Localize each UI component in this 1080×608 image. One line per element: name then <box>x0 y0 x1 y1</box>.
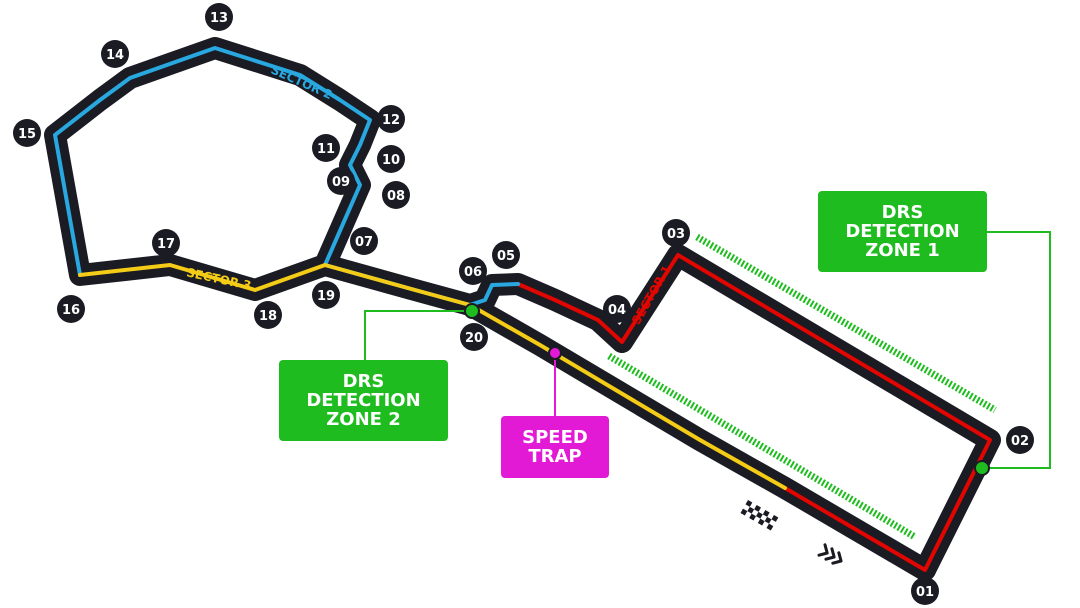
turn-label-17: 17 <box>157 237 175 252</box>
drs-1-line2: DETECTION <box>845 221 960 242</box>
turn-marker-19 <box>312 281 340 309</box>
turn-label-11: 11 <box>317 142 335 157</box>
drs-2-connector <box>364 310 472 360</box>
turn-marker-20 <box>460 323 488 351</box>
drs-1-connector <box>982 231 1051 469</box>
turn-label-13: 13 <box>210 11 228 26</box>
turn-label-07: 07 <box>355 235 373 250</box>
turn-marker-09 <box>327 167 355 195</box>
turn-label-09: 09 <box>332 175 350 190</box>
turn-label-19: 19 <box>317 289 335 304</box>
turn-marker-07 <box>350 227 378 255</box>
drs-1-line1: DRS <box>881 202 924 223</box>
turn-label-02: 02 <box>1011 434 1029 449</box>
sector-3-line <box>78 263 787 490</box>
turn-label-15: 15 <box>18 127 36 142</box>
sector-2-line <box>53 46 520 307</box>
turn-marker-10 <box>377 145 405 173</box>
turn-marker-08 <box>382 181 410 209</box>
turn-label-10: 10 <box>382 153 400 168</box>
turn-marker-18 <box>254 301 282 329</box>
turn-label-20: 20 <box>465 331 483 346</box>
speed-trap-box: SPEED TRAP <box>501 416 609 478</box>
turn-label-04: 04 <box>608 303 626 318</box>
turn-label-12: 12 <box>382 113 400 128</box>
sector-1-line <box>516 253 992 572</box>
turn-marker-05 <box>492 241 520 269</box>
turn-label-08: 08 <box>387 189 405 204</box>
turn-markers: 01 02 03 04 05 06 07 08 09 10 11 12 13 14 15 16 17 18 19 20 <box>13 3 1034 605</box>
turn-label-16: 16 <box>62 303 80 318</box>
turn-label-05: 05 <box>497 249 515 264</box>
speed-trap-line2: TRAP <box>528 446 582 467</box>
turn-marker-12 <box>377 105 405 133</box>
track-outline <box>44 37 1001 581</box>
drs-detection-point-2 <box>464 303 480 319</box>
drs-2-line2: DETECTION <box>306 390 421 411</box>
direction-chevrons-icon <box>817 543 843 565</box>
drs-2-line3: ZONE 2 <box>326 409 401 430</box>
turn-marker-04 <box>603 295 631 323</box>
drs-zones <box>607 233 997 541</box>
turn-marker-13 <box>205 3 233 31</box>
drs-detection-zone-1-box: DRS DETECTION ZONE 1 <box>818 191 987 272</box>
checkered-flag-icon <box>740 500 780 531</box>
drs-1-line3: ZONE 1 <box>865 240 940 261</box>
speed-trap-point <box>548 346 562 360</box>
turn-label-18: 18 <box>259 309 277 324</box>
turn-marker-06 <box>459 257 487 285</box>
turn-marker-02 <box>1006 426 1034 454</box>
drs-detection-zone-2-box: DRS DETECTION ZONE 2 <box>279 360 448 441</box>
drs-detection-point-1 <box>974 460 990 476</box>
sector-1-label: SECTOR 1 <box>629 263 674 327</box>
turn-marker-16 <box>57 295 85 323</box>
turn-label-03: 03 <box>667 227 685 242</box>
turn-label-06: 06 <box>464 265 482 280</box>
drs-zone-1 <box>695 233 997 414</box>
turn-label-01: 01 <box>916 585 934 600</box>
turn-marker-01 <box>911 577 939 605</box>
callout-connectors <box>364 231 1051 469</box>
turn-label-14: 14 <box>106 48 124 63</box>
speed-trap-line1: SPEED <box>522 427 588 448</box>
turn-marker-11 <box>312 134 340 162</box>
turn-marker-03 <box>662 219 690 247</box>
drs-zone-2 <box>607 352 917 541</box>
drs-2-line1: DRS <box>342 371 385 392</box>
turn-marker-14 <box>101 40 129 68</box>
turn-marker-15 <box>13 119 41 147</box>
turn-marker-17 <box>152 229 180 257</box>
